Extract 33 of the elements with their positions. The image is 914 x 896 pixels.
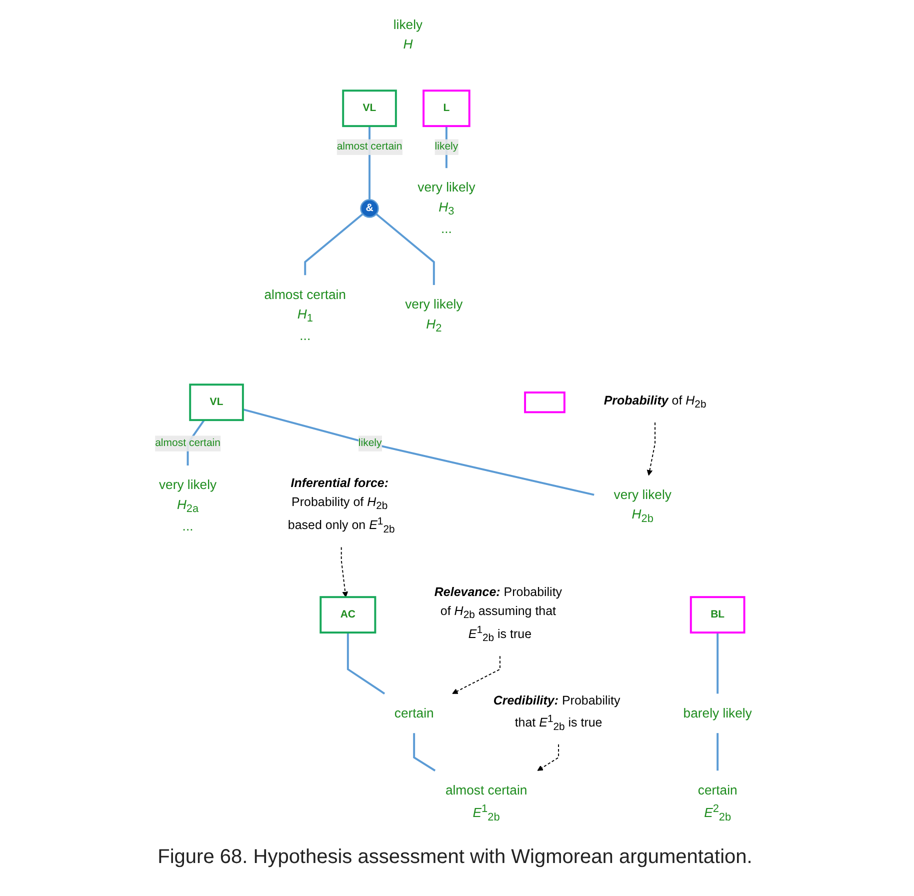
- node-box: VL: [342, 90, 396, 128]
- connector: [716, 733, 718, 771]
- node-text: Credibility: Probability that E$^{1}$$_{2b}$ is true: [492, 694, 620, 732]
- figure-caption: Figure 68. Hypothesis assessment with Wigmorean argumentation.: [158, 846, 752, 869]
- arrow: [536, 744, 559, 771]
- arrow: [452, 656, 500, 694]
- connector: [346, 632, 385, 694]
- node-text: almost certain H$_{1}$ ...: [264, 288, 346, 344]
- node-box: VL: [188, 384, 244, 422]
- connector: [304, 213, 364, 276]
- connector: [375, 213, 434, 285]
- edge-label: almost certain: [336, 141, 402, 152]
- edge-label: likely: [358, 438, 382, 449]
- node-text: very likely H$_{2b}$: [613, 488, 672, 525]
- node-text: very likely H$_{2a}$ ...: [158, 478, 216, 534]
- arrow: [646, 422, 656, 476]
- node-text: likely H: [392, 18, 422, 52]
- node-box: AC: [319, 596, 376, 634]
- edge-label: likely: [434, 141, 458, 152]
- node-text: certain: [394, 706, 434, 721]
- node-box: BL: [689, 596, 745, 634]
- node-box: [524, 392, 565, 414]
- arrow: [340, 546, 348, 598]
- node-text: Relevance: Probability of H$_{2b}$ assuming that E$^{1}$$_{2b}$ is true: [434, 585, 562, 644]
- node-text: Probability of H$_{2b}$: [603, 394, 706, 410]
- node-text: very likely H$_{2}$: [404, 297, 462, 334]
- node-text: barely likely: [682, 706, 752, 721]
- node-text: very likely H$_{3}$ ...: [417, 180, 475, 236]
- edge-label: almost certain: [154, 438, 220, 449]
- node-circle: &: [360, 199, 378, 218]
- connector: [242, 408, 594, 496]
- connector: [716, 632, 718, 694]
- node-box: L: [422, 90, 470, 128]
